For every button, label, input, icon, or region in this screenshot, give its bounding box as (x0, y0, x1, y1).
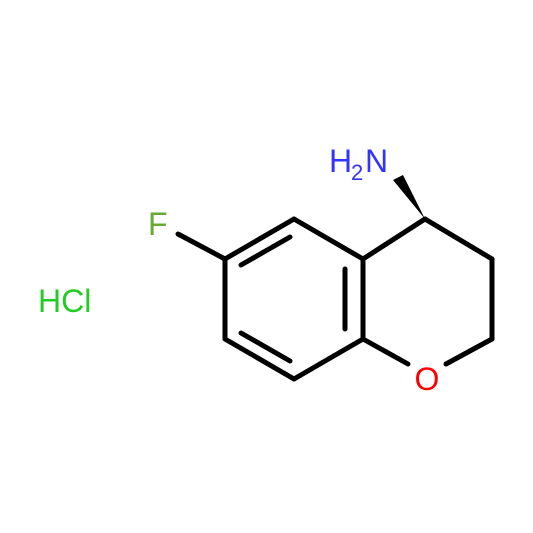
benzene-ring (222, 216, 366, 382)
amine-label: H 2 N (329, 143, 388, 185)
bond-c5-c6 (222, 216, 297, 262)
bond-c8-c8a (291, 336, 366, 382)
amine-subscript: 2 (351, 160, 363, 185)
bond-c6-f (175, 231, 228, 262)
bond-c4-c3 (422, 216, 495, 262)
inner-bond-c7-c8 (238, 330, 293, 364)
amine-nitrogen: N (365, 143, 388, 179)
bond-c4a-c5 (291, 216, 366, 262)
bond-c7-c8 (222, 336, 297, 382)
inner-bond-c5-c6 (238, 234, 293, 268)
amine-hydrogen: H (329, 143, 352, 179)
oxygen-atom-label: O (415, 361, 440, 397)
bond-c4a-c4 (360, 216, 428, 262)
bond-o1-c8a (360, 336, 411, 367)
bond-c2-o1 (443, 336, 495, 367)
pyran-ring (360, 216, 495, 367)
hcl-salt-label: HCl (38, 283, 91, 319)
fluorine-atom-label: F (148, 206, 168, 242)
wedge-bond-c4-n (393, 175, 425, 219)
